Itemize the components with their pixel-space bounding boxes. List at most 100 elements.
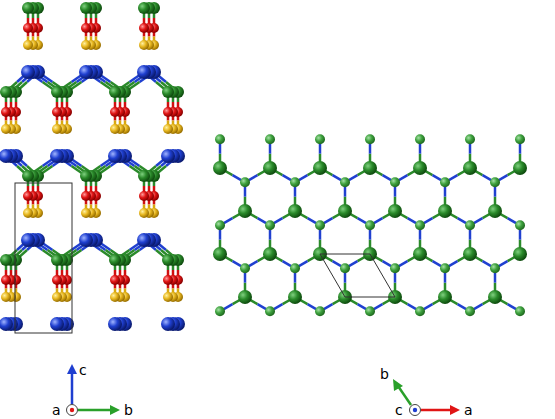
atom xyxy=(465,220,475,230)
atom xyxy=(0,317,13,331)
atom xyxy=(138,170,150,182)
atom xyxy=(490,263,500,273)
atom xyxy=(52,275,62,285)
atom xyxy=(488,204,502,218)
atom xyxy=(162,86,174,98)
atom xyxy=(415,134,425,144)
atom xyxy=(515,134,525,144)
atom xyxy=(109,86,121,98)
atom xyxy=(215,220,225,230)
atom xyxy=(108,149,122,163)
atom xyxy=(108,317,122,331)
atom xyxy=(263,161,277,175)
atom xyxy=(215,306,225,316)
axis-label: c xyxy=(395,402,403,418)
atom xyxy=(80,2,92,14)
atom xyxy=(23,23,33,33)
atom xyxy=(1,124,11,134)
atom xyxy=(438,204,452,218)
atom xyxy=(1,275,11,285)
atom xyxy=(288,290,302,304)
atom xyxy=(22,2,34,14)
atom xyxy=(81,208,91,218)
atom xyxy=(513,161,527,175)
atom xyxy=(338,204,352,218)
atom xyxy=(315,134,325,144)
atom xyxy=(0,254,12,266)
atom xyxy=(240,263,250,273)
atom xyxy=(51,254,63,266)
atom xyxy=(51,86,63,98)
atom xyxy=(50,317,64,331)
atom xyxy=(440,177,450,187)
atom xyxy=(0,86,12,98)
axis-label: a xyxy=(464,402,473,418)
atom xyxy=(265,134,275,144)
atom xyxy=(465,134,475,144)
atom xyxy=(365,134,375,144)
atom xyxy=(81,40,91,50)
atom xyxy=(213,247,227,261)
atom xyxy=(440,263,450,273)
atom xyxy=(52,124,62,134)
atom xyxy=(161,317,175,331)
atom xyxy=(21,233,35,247)
atom xyxy=(265,306,275,316)
atom xyxy=(513,247,527,261)
atom xyxy=(81,23,91,33)
atom xyxy=(365,306,375,316)
atom xyxy=(413,247,427,261)
atom xyxy=(238,204,252,218)
atom xyxy=(340,177,350,187)
atom xyxy=(21,65,35,79)
atom xyxy=(110,107,120,117)
atom xyxy=(290,177,300,187)
atom xyxy=(315,220,325,230)
atom xyxy=(22,170,34,182)
atom xyxy=(465,306,475,316)
atom xyxy=(139,23,149,33)
atom xyxy=(265,220,275,230)
atom xyxy=(162,254,174,266)
atom xyxy=(52,292,62,302)
axis-label: a xyxy=(52,402,61,418)
atom xyxy=(110,124,120,134)
atom xyxy=(23,40,33,50)
atom xyxy=(80,170,92,182)
atom xyxy=(23,208,33,218)
atom xyxy=(363,161,377,175)
axis-triad xyxy=(393,379,460,416)
axis-triad xyxy=(67,364,121,416)
atom xyxy=(263,247,277,261)
atom xyxy=(1,292,11,302)
unit-cell xyxy=(320,254,395,297)
atom xyxy=(390,263,400,273)
atom xyxy=(0,149,13,163)
atom xyxy=(110,292,120,302)
atom xyxy=(463,247,477,261)
atom xyxy=(163,124,173,134)
atom xyxy=(161,149,175,163)
atom xyxy=(137,65,151,79)
atom xyxy=(413,161,427,175)
atom xyxy=(238,290,252,304)
atom xyxy=(139,191,149,201)
atom xyxy=(81,191,91,201)
axis-label: c xyxy=(79,362,87,378)
atom xyxy=(388,204,402,218)
atom xyxy=(79,233,93,247)
atom xyxy=(23,191,33,201)
atom xyxy=(463,161,477,175)
atom xyxy=(139,208,149,218)
atom xyxy=(313,161,327,175)
atom xyxy=(365,220,375,230)
atom xyxy=(488,290,502,304)
atom xyxy=(340,263,350,273)
atom xyxy=(290,263,300,273)
atom xyxy=(1,107,11,117)
atom xyxy=(79,65,93,79)
atom xyxy=(163,292,173,302)
atom xyxy=(52,107,62,117)
atom xyxy=(110,275,120,285)
